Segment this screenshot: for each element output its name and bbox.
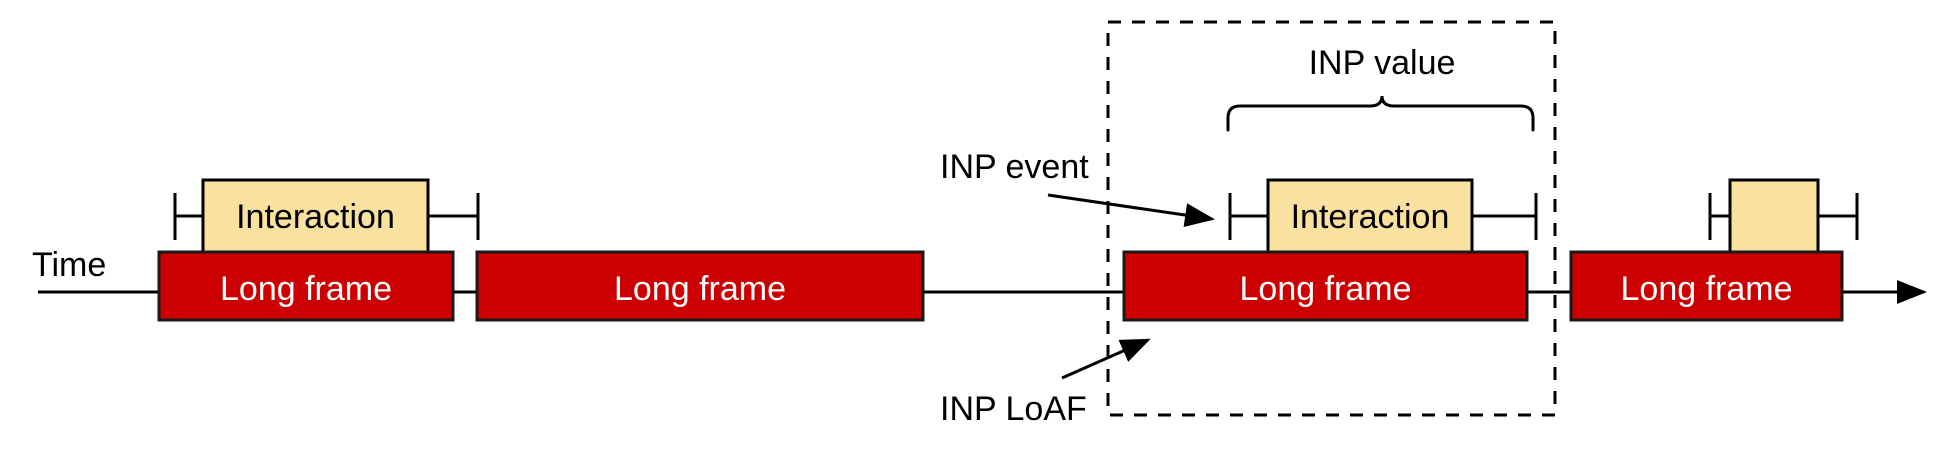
long-frame-box-2[interactable] <box>475 250 925 322</box>
long-frame-box-1[interactable] <box>157 250 455 322</box>
long-frame-label-1: Long frame <box>220 270 392 308</box>
inp-loaf-arrow <box>1061 338 1151 380</box>
long-frame-box-3[interactable] <box>1122 250 1529 322</box>
interaction-2-whiskers <box>1228 193 1538 240</box>
long-frame-boxes: Long frame Long frame Long frame Long fr… <box>157 250 1844 322</box>
interaction-3-whiskers <box>1708 193 1859 240</box>
long-frame-box-4[interactable] <box>1569 250 1844 322</box>
long-frame-label-2: Long frame <box>614 270 786 308</box>
interaction-label-1: Interaction <box>236 198 395 236</box>
long-frame-label-3: Long frame <box>1240 270 1412 308</box>
inp-value-label: INP value <box>1309 44 1456 82</box>
interaction-box-3[interactable] <box>1728 178 1820 254</box>
brace-curly-icon <box>1226 95 1535 132</box>
interaction-boxes: Interaction Interaction <box>201 178 1820 254</box>
long-frame-label-4: Long frame <box>1621 270 1793 308</box>
inp-event-label: INP event <box>940 148 1089 186</box>
inp-loaf-label: INP LoAF <box>940 390 1087 428</box>
interaction-box-2[interactable] <box>1266 178 1474 254</box>
interaction-1-whiskers <box>173 193 480 240</box>
inp-region-dashed-box <box>1106 20 1557 417</box>
time-axis-label: Time <box>32 246 106 284</box>
inp-value-brace <box>1226 95 1535 132</box>
inp-event-arrow <box>1047 193 1215 227</box>
interaction-label-2: Interaction <box>1291 198 1450 236</box>
